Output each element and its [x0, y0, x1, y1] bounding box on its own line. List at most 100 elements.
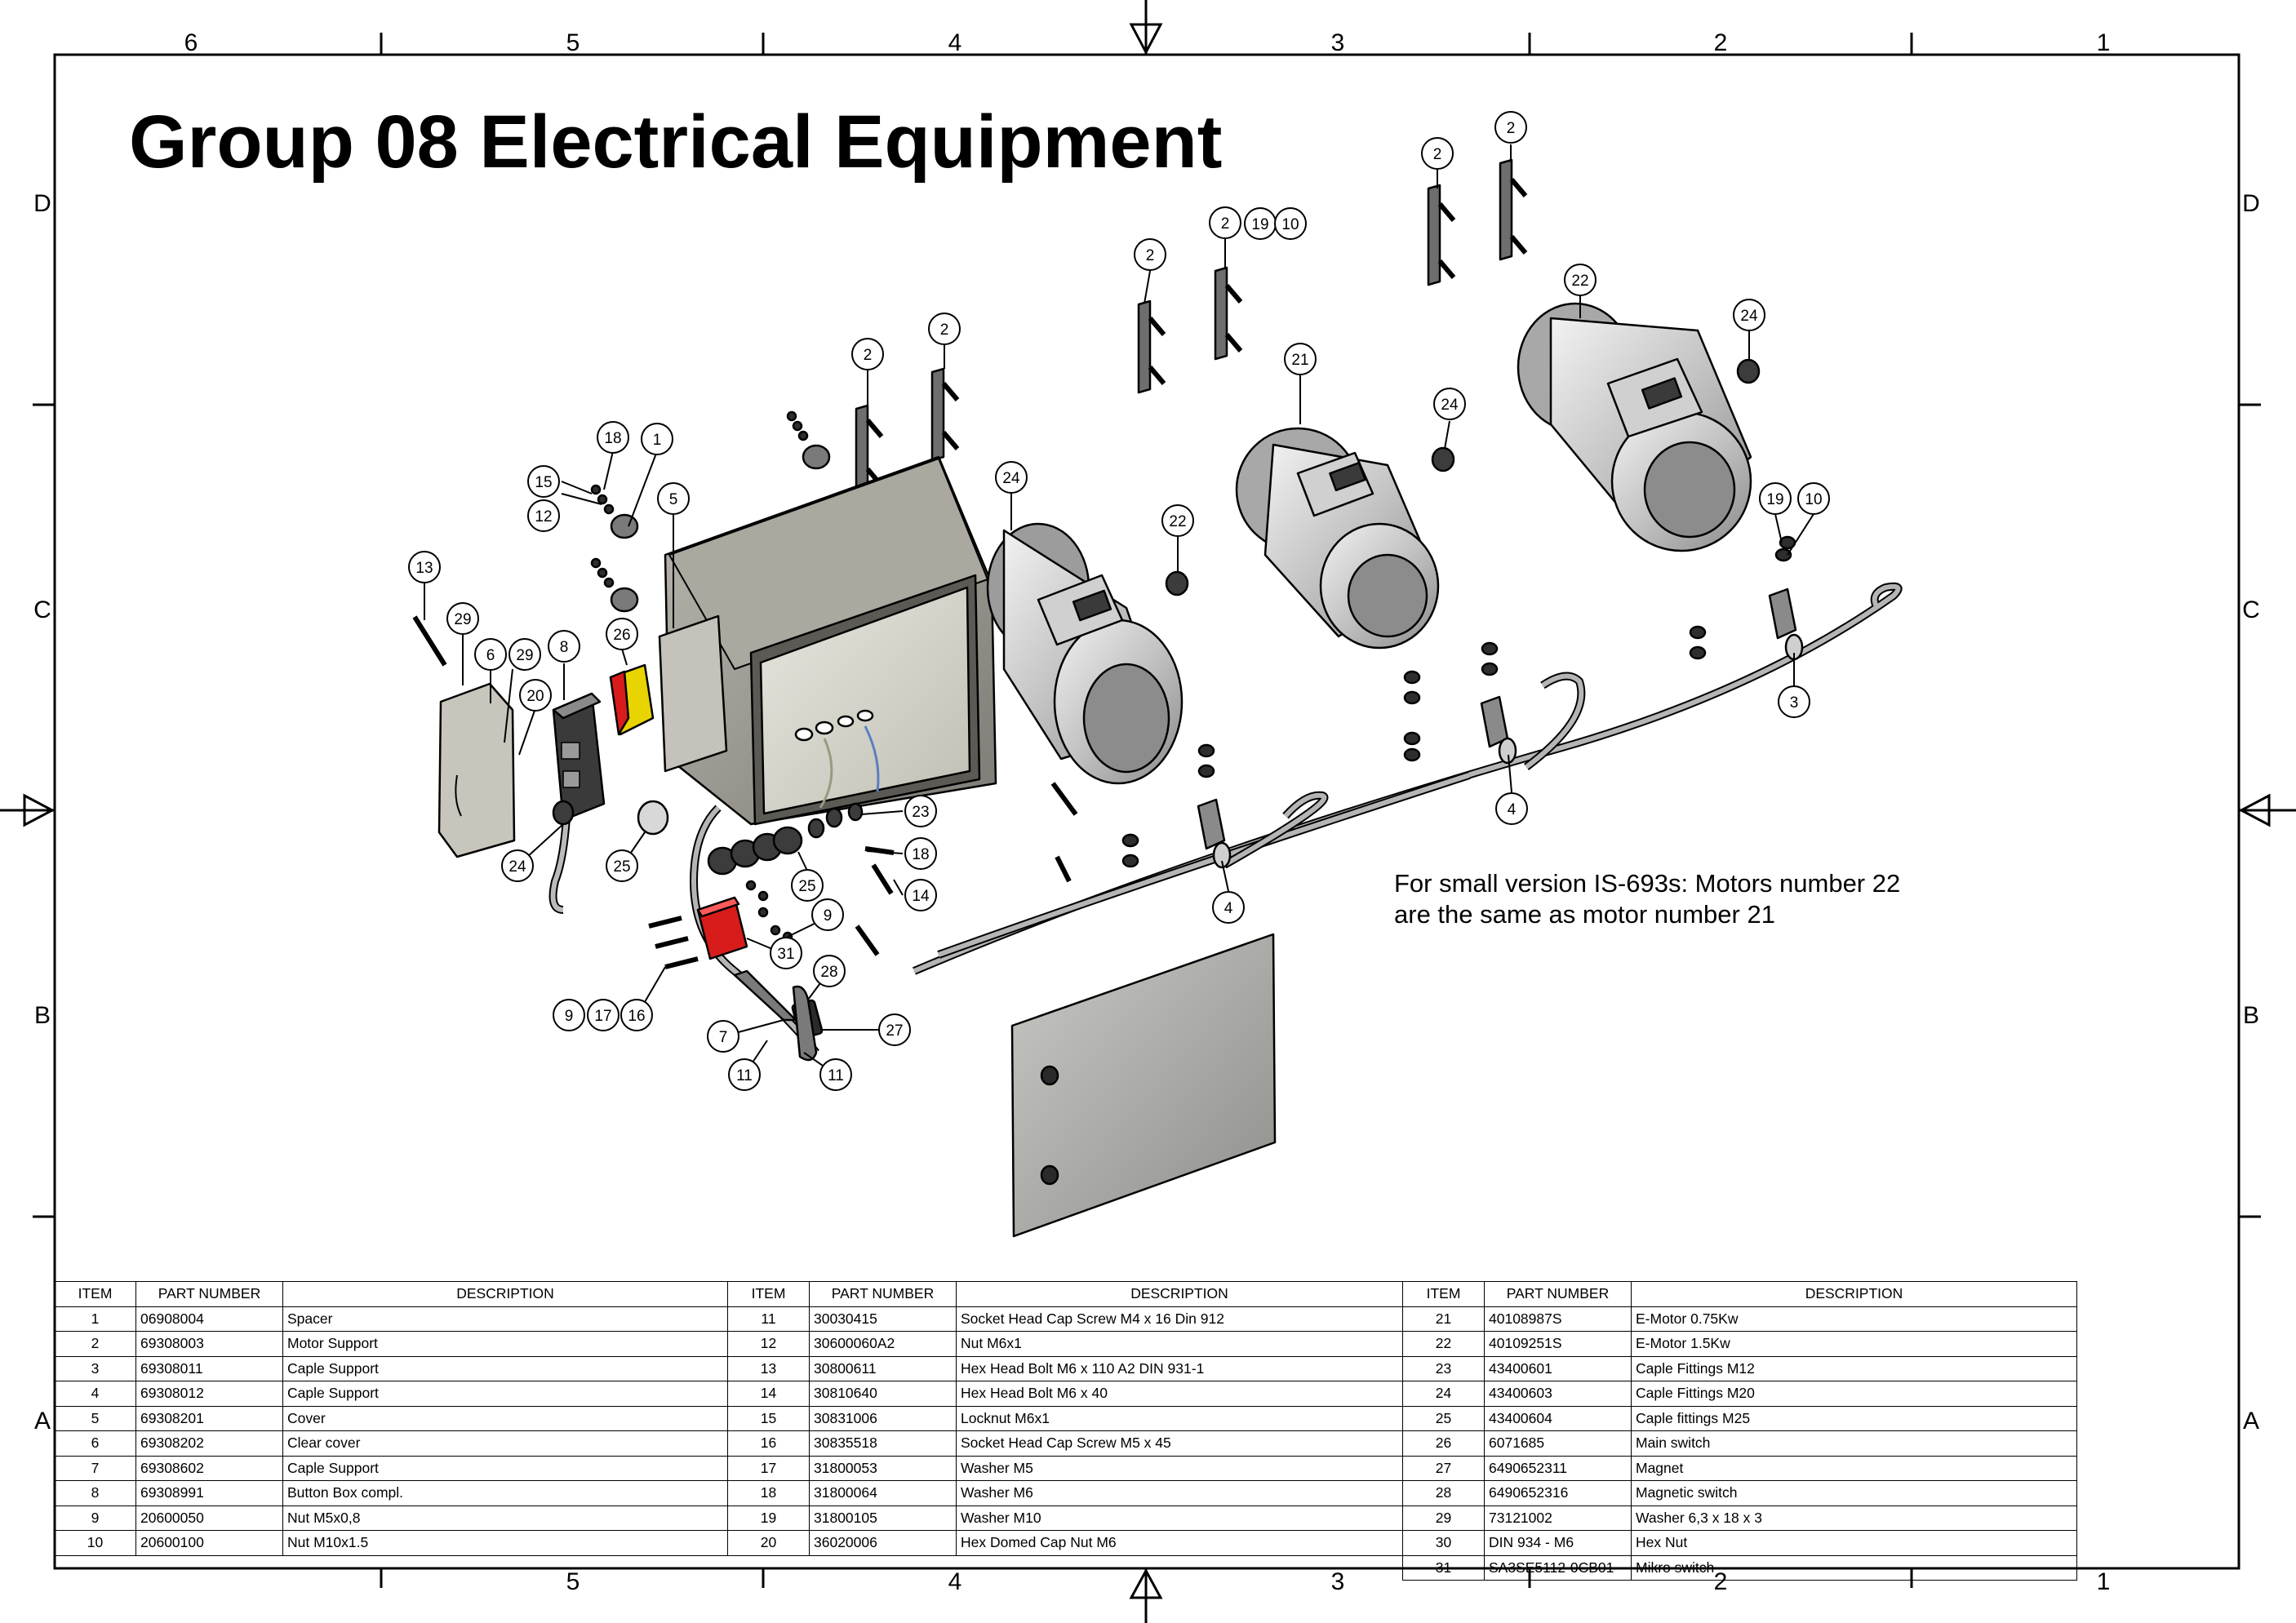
- bom-description-cell: Nut M5x0,8: [282, 1505, 728, 1531]
- bom-part-number-cell: 20600100: [135, 1530, 283, 1556]
- mikro-switch: [696, 896, 748, 960]
- balloon-circle: [1209, 206, 1241, 239]
- bom-part-number-cell: 30810640: [809, 1381, 957, 1407]
- balloon-circle: [928, 313, 961, 345]
- balloon-circle: [1797, 482, 1830, 515]
- balloon-label: 10: [1281, 216, 1299, 233]
- balloon-label: 2: [1146, 247, 1155, 264]
- zone-col-1-top: 1: [2097, 29, 2111, 56]
- balloon-label: 19: [1766, 491, 1783, 508]
- zone-labels: 6 5 4 3 2 1 5 4 3 2 1 D C B A D C B A: [33, 29, 2260, 1595]
- note-line-1: For small version IS-693s: Motors number…: [1394, 869, 1900, 898]
- bom-item-cell: 29: [1402, 1505, 1485, 1531]
- motor-22-right: [1517, 302, 1752, 552]
- balloon-circle: [1733, 299, 1765, 331]
- zone-col-3-top: 3: [1331, 29, 1345, 56]
- note-line-2: are the same as motor number 21: [1394, 900, 1775, 929]
- zone-col-1-bottom: 1: [2097, 1568, 2111, 1595]
- bom-item-cell: 9: [54, 1505, 136, 1531]
- bom-description-cell: E-Motor 1.5Kw: [1631, 1331, 2077, 1357]
- bom-item-cell: 14: [727, 1381, 810, 1407]
- bom-description-cell: Washer 6,3 x 18 x 3: [1631, 1505, 2077, 1531]
- bom-description-cell: Mikro switch: [1631, 1554, 2077, 1581]
- bom-part-number-cell: 6490652316: [1484, 1480, 1632, 1506]
- bom-header-description: DESCRIPTION: [1631, 1281, 2077, 1307]
- balloon-circle: [606, 618, 638, 650]
- bom-empty-cell: [809, 1554, 957, 1581]
- bom-description-cell: Magnetic switch: [1631, 1480, 2077, 1506]
- balloon-label: 9: [565, 1008, 574, 1025]
- bom-item-cell: 21: [1402, 1306, 1485, 1332]
- bom-item-cell: 6: [54, 1430, 136, 1457]
- cable-clamps: [1197, 588, 1804, 869]
- balloon-label: 15: [535, 474, 552, 491]
- balloon-circle: [819, 1058, 852, 1091]
- bom-item-cell: 27: [1402, 1455, 1485, 1481]
- balloon-circle: [1494, 111, 1527, 144]
- bom-description-cell: E-Motor 0.75Kw: [1631, 1306, 2077, 1332]
- bom-description-cell: Nut M10x1.5: [282, 1530, 728, 1556]
- balloon-circle: [641, 423, 673, 455]
- balloon-circle: [813, 955, 846, 987]
- bom-item-cell: 25: [1402, 1405, 1485, 1431]
- bom-part-number-cell: 43400603: [1484, 1381, 1632, 1407]
- zone-col-5-top: 5: [566, 29, 580, 56]
- bom-empty-cell: [282, 1554, 728, 1581]
- bom-item-cell: 28: [1402, 1480, 1485, 1506]
- balloon-label: 27: [886, 1022, 903, 1040]
- balloon-label: 25: [798, 878, 815, 895]
- balloon-label: 18: [604, 430, 621, 447]
- balloon-circle: [527, 465, 560, 498]
- bom-header-description: DESCRIPTION: [956, 1281, 1403, 1307]
- bom-item-cell: 11: [727, 1306, 810, 1332]
- bom-part-number-cell: 69308202: [135, 1430, 283, 1457]
- bom-item-cell: 17: [727, 1455, 810, 1481]
- zone-row-c-left: C: [33, 596, 51, 623]
- balloon-circle: [446, 602, 479, 635]
- bill-of-materials: ITEM PART NUMBER DESCRIPTION ITEM PART N…: [54, 1281, 2077, 1581]
- motor-21-middle: [1235, 427, 1440, 650]
- bom-header-part-number: PART NUMBER: [1484, 1281, 1632, 1307]
- cable-fittings: [552, 358, 1761, 876]
- bom-part-number-cell: 69308011: [135, 1355, 283, 1381]
- drawing-title: Group 08 Electrical Equipment: [129, 100, 1222, 184]
- bom-item-cell: 1: [54, 1306, 136, 1332]
- bom-part-number-cell: 36020006: [809, 1530, 957, 1556]
- balloon-label: 5: [669, 491, 678, 508]
- bom-part-number-cell: 20600050: [135, 1505, 283, 1531]
- bom-item-cell: 22: [1402, 1331, 1485, 1357]
- bom-part-number-cell: 30831006: [809, 1405, 957, 1431]
- bom-part-number-cell: 69308991: [135, 1480, 283, 1506]
- bom-header-item: ITEM: [1402, 1281, 1485, 1307]
- balloon-label: 16: [628, 1008, 645, 1025]
- balloon-label: 20: [526, 688, 544, 705]
- bom-part-number-cell: 31800105: [809, 1505, 957, 1531]
- balloon-circle: [904, 837, 937, 870]
- bom-part-number-cell: 40108987S: [1484, 1306, 1632, 1332]
- bom-description-cell: Button Box compl.: [282, 1480, 728, 1506]
- balloon-label: 2: [1433, 146, 1442, 163]
- balloon-label: 28: [820, 964, 837, 981]
- bom-description-cell: Caple Fittings M20: [1631, 1381, 2077, 1407]
- balloon-circle: [1564, 264, 1597, 296]
- bom-description-cell: Washer M5: [956, 1455, 1403, 1481]
- balloon-circle: [811, 898, 844, 931]
- balloon-circle: [904, 879, 937, 911]
- balloon-circle: [501, 849, 534, 882]
- bom-item-cell: 3: [54, 1355, 136, 1381]
- bom-description-cell: Washer M10: [956, 1505, 1403, 1531]
- bom-description-cell: Washer M6: [956, 1480, 1403, 1506]
- centering-mark-top: [1129, 0, 1163, 55]
- balloon-circle: [770, 937, 802, 969]
- bom-empty-cell: [135, 1554, 283, 1581]
- balloon-circle: [597, 421, 629, 454]
- bom-part-number-cell: 06908004: [135, 1306, 283, 1332]
- balloon-label: 22: [1571, 273, 1588, 290]
- balloon-circle: [904, 795, 937, 827]
- motor-support-bolts: [865, 178, 1528, 487]
- balloon-circle: [878, 1013, 911, 1046]
